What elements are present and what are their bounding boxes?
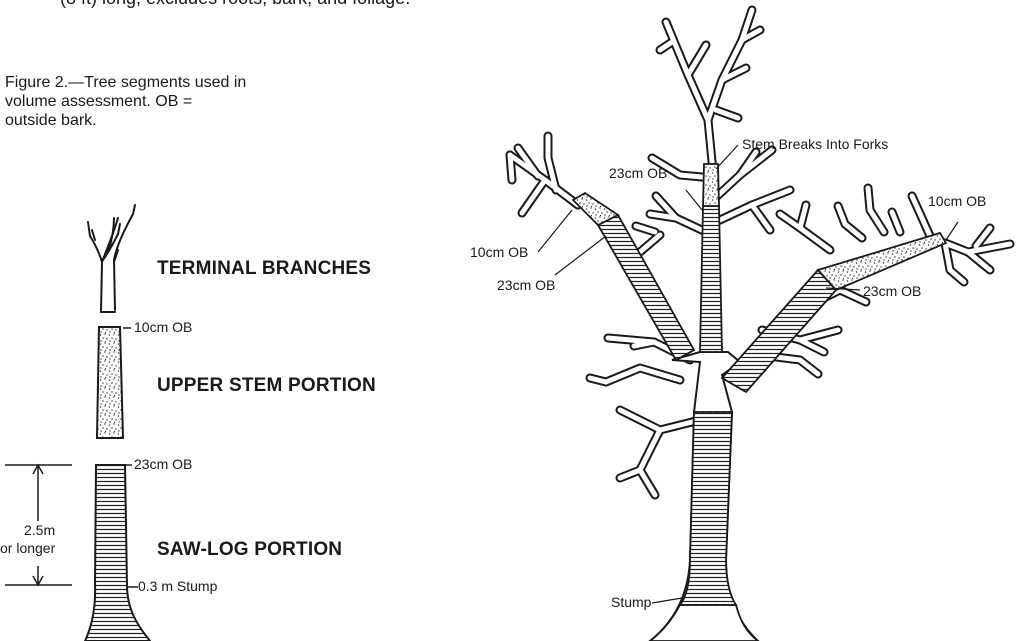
tree-left-23cm-label: 23cm OB [497, 277, 555, 293]
saw-log-segment [85, 465, 150, 641]
tree-center-stem-upper [703, 164, 719, 206]
left-10cm-label: 10cm OB [134, 319, 192, 335]
left-stump-label: 0.3 m Stump [138, 578, 217, 594]
tree-right-23cm-label: 23cm OB [863, 283, 921, 299]
terminal-branches-heading: TERMINAL BRANCHES [157, 258, 371, 280]
tree-center-stem-sawlog [700, 206, 722, 352]
tree-right-branch-upper [818, 233, 946, 290]
saw-log-heading: SAW-LOG PORTION [157, 539, 342, 561]
tree-center-23cm-label: 23cm OB [609, 165, 667, 181]
length-label-top: 2.5m [24, 522, 55, 538]
left-23cm-label: 23cm OB [134, 456, 192, 472]
tree-forks-label: Stem Breaks Into Forks [742, 136, 888, 152]
length-label-bottom: or longer [0, 540, 55, 556]
upper-stem-segment [97, 327, 131, 438]
tree-right-10cm-label: 10cm OB [928, 193, 986, 209]
upper-stem-heading: UPPER STEM PORTION [157, 375, 376, 397]
tree-left-10cm-label: 10cm OB [470, 244, 528, 260]
tree-stump-label: Stump [611, 594, 651, 610]
terminal-branches-icon [88, 205, 135, 312]
tree-sawlog-trunk [680, 412, 736, 605]
